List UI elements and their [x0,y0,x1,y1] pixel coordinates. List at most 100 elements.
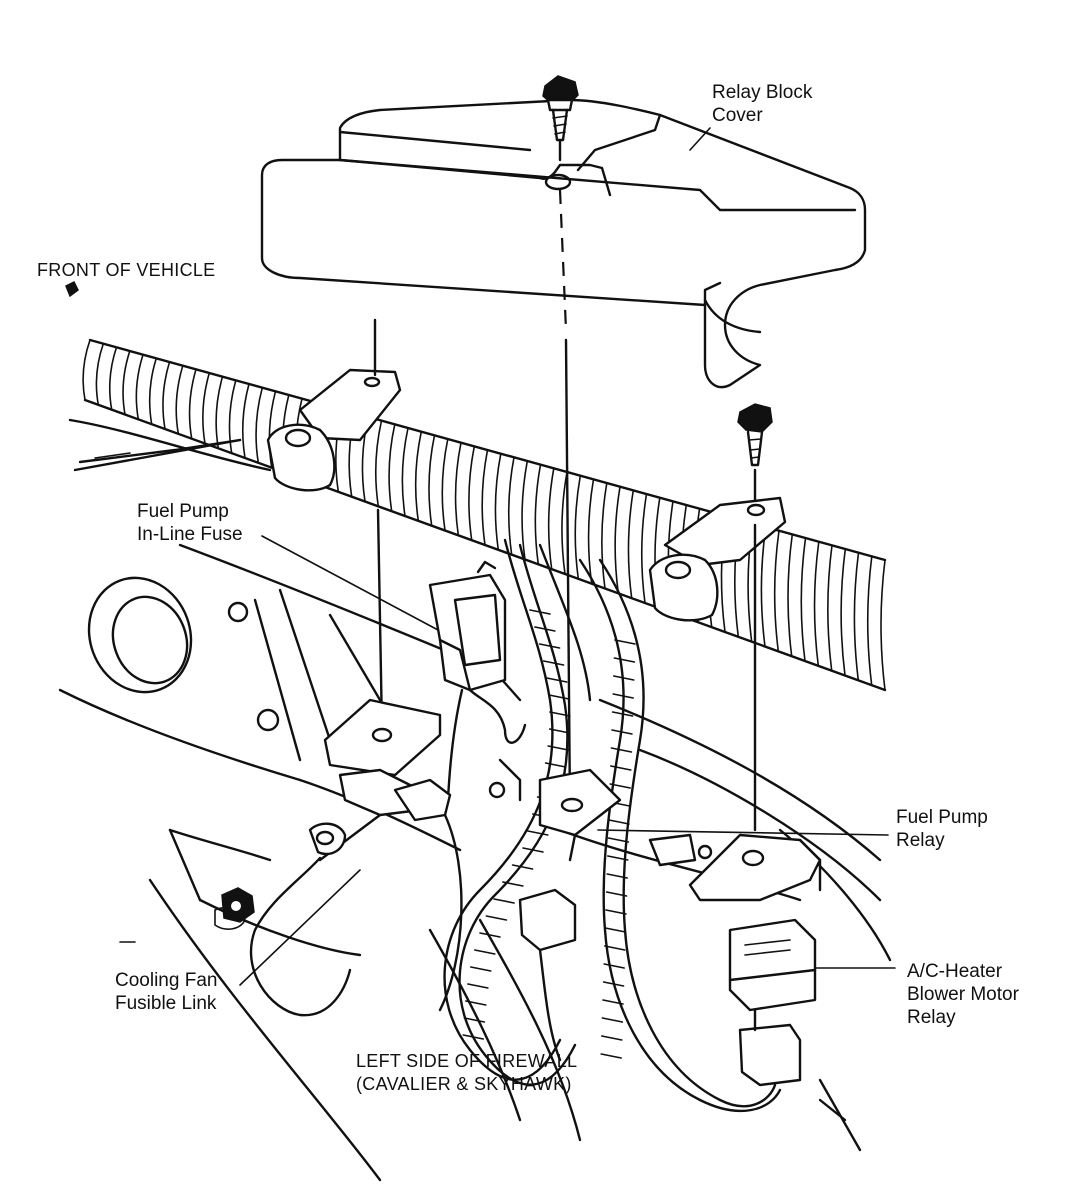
conduit-rib [800,537,807,662]
wire-bundles [443,538,782,1113]
bundle-rib [607,855,629,861]
conduit-rib [587,478,595,585]
right-conduit-bracket [648,403,787,832]
bundle-rib [612,693,634,699]
bundle-rib [467,983,489,989]
bundle-rib [613,657,636,663]
bundle-rib [511,864,534,870]
conduit-rib [880,559,886,691]
conduit-rib [827,544,833,672]
left-conduit-bracket [266,318,402,492]
relay-block-cover-line2: Cover [712,105,763,126]
fuel-pump-inline-fuse-line1: Fuel Pump [137,501,229,522]
fuel-pump-relay-bracket [648,833,822,902]
blower-motor-relay [728,918,817,1087]
cover-bolt [542,75,579,162]
conduit-rib [162,361,171,430]
bundle-rib [547,745,569,751]
bundle-rib [479,932,501,938]
bundle-rib [527,830,549,836]
alignment-line-left [376,508,384,732]
bundle-rib [603,963,625,969]
conduit-rib [547,467,555,570]
fuel-pump-inline-fuse-label: Fuel Pump In-Line Fuse [137,500,243,546]
cooling-fan-fusible-link-label: Cooling Fan Fusible Link [115,969,217,1015]
conduit-rib [773,529,780,653]
fuel-pump-relay-line2: Relay [896,830,945,851]
conduit-rib [135,353,144,421]
conduit-rib [601,482,608,590]
bundle-rib [548,694,570,700]
conduit-rib [255,386,264,464]
center-relay-bracket [488,758,622,1062]
bundle-rib [470,966,492,972]
bundle-rib [601,1017,624,1023]
bundle-rib [611,711,634,717]
conduit-rib [521,460,529,561]
conduit-rib [866,555,873,686]
bundle-rib [606,873,628,879]
conduit-rib [215,375,224,450]
conduit-rib [441,438,449,532]
bundle-rib [609,783,631,789]
conduit-rib [787,533,794,657]
bundle-rib [610,765,632,771]
conduit-rib [534,463,542,566]
conduit-rib [241,383,250,459]
left-side-of-firewall-line1: LEFT SIDE OF FIREWALL [356,1051,578,1071]
conduit-rib [468,445,476,541]
conduit-rib [188,368,197,440]
alignment-line-center [564,338,572,812]
bundle-rib [485,915,508,921]
bundle-rib [601,1035,623,1041]
bundle-rib [546,677,568,683]
conduit-rib [95,342,105,406]
conduit-rib [428,434,436,527]
conduit-rib [175,364,184,435]
conduit-rib [414,430,423,522]
conduit-rib [760,526,767,648]
fusible-link-nut [221,887,255,923]
firewall-panel [58,418,892,1182]
bundle-rib [502,881,524,887]
conduit-rib [108,346,118,411]
bundle-rib [611,729,633,735]
bundle-rib [465,1000,487,1006]
fuel-pump-relay-line1: Fuel Pump [896,807,988,828]
bundle-rib [538,643,561,649]
bundle-rib [548,728,571,734]
bundle-rib [613,675,635,681]
bundle-rib [463,1017,486,1023]
leader-lines [65,127,896,986]
bundle-rib [604,927,627,933]
bundle-rib [544,762,567,768]
conduit-rib [388,423,396,512]
conduit-rib [82,339,91,401]
bundle-rib [604,945,626,951]
conduit-rib [454,441,462,537]
left-relay-bracket [249,698,463,1017]
fuel-pump-relay-label: Fuel Pump Relay [896,806,988,852]
relay-block-cover-line1: Relay Block [712,82,813,103]
bundle-rib [610,747,633,753]
bundle-rib [474,949,496,955]
conduit-rib [374,419,383,508]
bundle-rib [549,711,571,717]
conduit-rib [574,474,582,580]
cooling-fan-fusible-link-line2: Fusible Link [115,993,217,1014]
fuel-pump-inline-fuse-line2: In-Line Fuse [137,524,243,545]
relay-block-cover-label: Relay Block Cover [712,81,812,127]
bundle-rib [534,626,556,632]
bundle-rib [602,999,624,1005]
bundle-rib [605,909,627,915]
bundle-rib [602,981,625,987]
front-of-vehicle-label: FRONT OF VEHICLE [37,260,216,280]
conduit-rib [481,449,489,546]
bundle-rib [462,1034,485,1040]
bundle-rib [614,639,636,645]
fuel-pump-inline-fuse [428,560,527,802]
conduit-rib [228,379,237,454]
bundle-rib [608,819,630,825]
conduit-rib [507,456,515,556]
conduit-rib [853,551,860,682]
